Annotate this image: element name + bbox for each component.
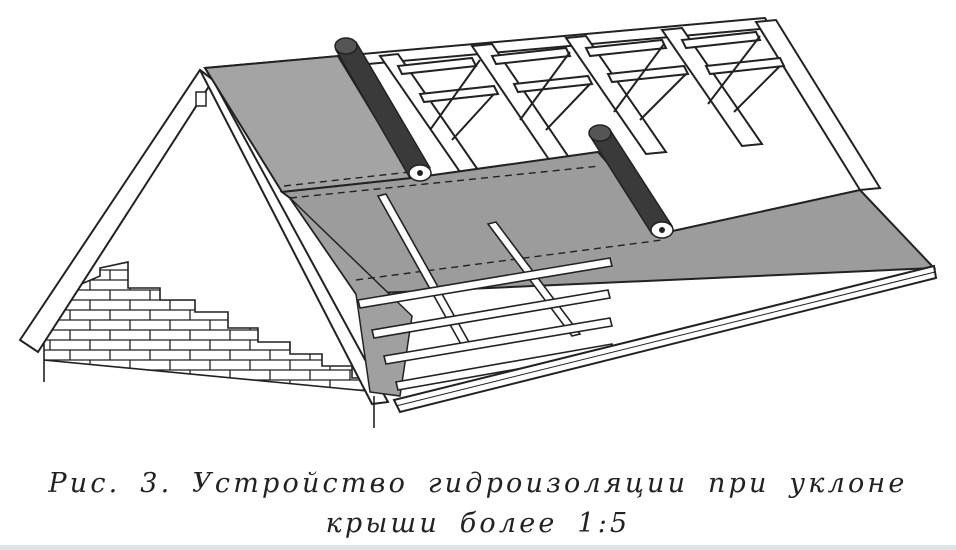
bottom-strip bbox=[0, 545, 956, 550]
gable-rafter bbox=[18, 68, 390, 406]
rafter-5 bbox=[754, 18, 882, 192]
battens bbox=[357, 257, 615, 391]
membrane-roll-icon bbox=[334, 37, 432, 182]
caption-line-2: крыши более 1:5 bbox=[325, 508, 631, 539]
overlap-lines bbox=[283, 165, 663, 281]
diagonal-braces bbox=[429, 35, 781, 141]
gable-rafter-right bbox=[199, 69, 390, 406]
cross-braces bbox=[396, 30, 786, 141]
ridge-block bbox=[195, 91, 207, 107]
roof-waterproofing-diagram bbox=[18, 16, 938, 428]
batten-2 bbox=[371, 289, 611, 339]
membrane-roll-icon bbox=[588, 124, 674, 239]
figure-caption: Рис. 3. Устройство гидроизоляции при укл… bbox=[0, 464, 956, 544]
batten-1 bbox=[357, 257, 613, 309]
caption-line-1: Рис. 3. Устройство гидроизоляции при укл… bbox=[48, 468, 908, 499]
brick-wall bbox=[43, 261, 379, 393]
rafter-3 bbox=[564, 34, 668, 156]
rafter-4 bbox=[660, 26, 764, 148]
batten-3 bbox=[383, 317, 613, 365]
eave-board bbox=[392, 264, 938, 414]
wall-posts bbox=[43, 360, 375, 428]
gable-brick-wall bbox=[43, 261, 379, 393]
